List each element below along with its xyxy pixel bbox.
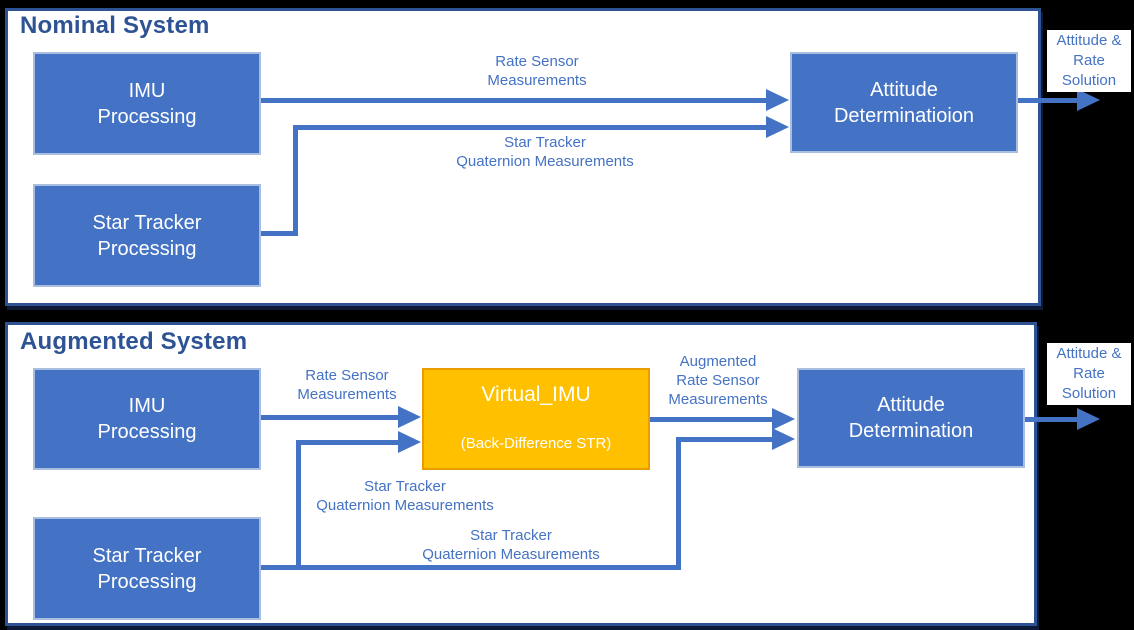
virtual-imu-box: Virtual_IMU (Back-Difference STR) — [422, 368, 650, 470]
virtual-imu-title: Virtual_IMU — [481, 383, 591, 406]
virtual-imu-output-line — [650, 417, 774, 422]
nominal-output-label: Attitude & Rate Solution — [1047, 30, 1131, 92]
nominal-imu-processing-box: IMU Processing — [33, 52, 261, 155]
nominal-star-quaternion-line — [293, 125, 768, 130]
nominal-star-vertical-line — [293, 125, 298, 236]
augmented-attitude-determination-box: Attitude Determination — [797, 368, 1025, 468]
nominal-attitude-determination-box: Attitude Determinatioion — [790, 52, 1018, 153]
augmented-star-to-attitude-vertical-line — [676, 437, 681, 570]
augmented-star-quaternion-to-virtual-label: Star Tracker Quaternion Measurements — [316, 478, 494, 514]
augmented-rate-sensor-line — [261, 415, 400, 420]
nominal-rate-sensor-arrowhead-icon — [766, 89, 789, 111]
augmented-rate-sensor-label: Rate Sensor Measurements — [297, 367, 397, 403]
nominal-rate-sensor-line — [261, 98, 768, 103]
augmented-output-label: Attitude & Rate Solution — [1047, 343, 1131, 405]
nominal-star-stub-line — [261, 231, 298, 236]
nominal-output-arrowhead-icon — [1077, 89, 1100, 111]
augmented-output-line — [1025, 417, 1079, 422]
augmented-star-to-virtual-line — [296, 440, 400, 445]
augmented-star-tracker-processing-box: Star Tracker Processing — [33, 517, 261, 620]
nominal-system-title: Nominal System — [20, 12, 210, 39]
augmented-star-horizontal-line — [261, 565, 681, 570]
virtual-imu-subtitle: (Back-Difference STR) — [460, 435, 612, 452]
augmented-output-arrowhead-icon — [1077, 408, 1100, 430]
augmented-star-quaternion-to-attitude-label: Star Tracker Quaternion Measurements — [422, 527, 600, 563]
nominal-rate-sensor-label: Rate Sensor Measurements — [487, 53, 587, 89]
augmented-rate-label: Augmented Rate Sensor Measurements — [668, 353, 768, 408]
augmented-imu-processing-box: IMU Processing — [33, 368, 261, 470]
augmented-star-to-attitude-arrowhead-icon — [772, 428, 795, 450]
augmented-star-to-virtual-arrowhead-icon — [398, 431, 421, 453]
virtual-imu-output-arrowhead-icon — [772, 408, 795, 430]
nominal-output-line — [1018, 98, 1079, 103]
nominal-star-tracker-processing-box: Star Tracker Processing — [33, 184, 261, 287]
augmented-star-to-attitude-line — [676, 437, 774, 442]
augmented-star-to-virtual-vertical-line — [296, 440, 301, 570]
nominal-star-quaternion-arrowhead-icon — [766, 116, 789, 138]
augmented-rate-sensor-arrowhead-icon — [398, 406, 421, 428]
augmented-system-title: Augmented System — [20, 328, 248, 355]
nominal-star-quaternion-label: Star Tracker Quaternion Measurements — [456, 134, 634, 170]
